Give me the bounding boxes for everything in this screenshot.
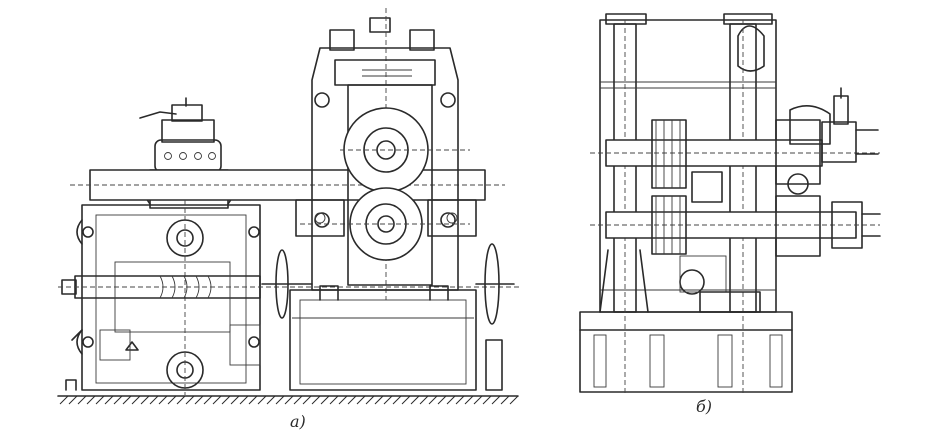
ground-hatch-line (185, 395, 195, 405)
ground-hatch-line (149, 395, 159, 405)
ground-hatch-line (311, 395, 321, 405)
ground-hatch-line (338, 395, 348, 405)
shafts-b (590, 87, 880, 239)
bottom-left-details (65, 324, 261, 391)
ground-hatch-line (464, 395, 474, 405)
ground-hatch-line (356, 395, 366, 405)
ground-hatch-line (293, 395, 303, 405)
stand-flanges (295, 199, 477, 237)
ground-hatch-line (86, 395, 96, 405)
ground-hatch-line (455, 395, 465, 405)
ground-hatch-line (302, 395, 312, 405)
ground-hatch-line (329, 395, 339, 405)
ground-hatch-line (230, 395, 240, 405)
ground-hatch-line (500, 395, 510, 405)
caption-view-a: a) (290, 412, 306, 431)
ground-hatch-line (266, 395, 276, 405)
ground-hatching-a (57, 395, 519, 405)
ground-hatch-line (158, 395, 168, 405)
ground-hatch-line (77, 395, 87, 405)
ground-hatch-line (437, 395, 447, 405)
ground-hatch-line (473, 395, 483, 405)
ground-hatch-line (194, 395, 204, 405)
ground-hatch-line (320, 395, 330, 405)
ground-hatch-line (221, 395, 231, 405)
ground-hatch-line (176, 395, 186, 405)
ground-hatch-line (212, 395, 222, 405)
horizontal-beam (70, 169, 505, 201)
caption-view-b: б) (696, 397, 713, 416)
view-b-side-elevation (579, 13, 881, 395)
ground-hatch-line (203, 395, 213, 405)
worm-shaft (58, 261, 520, 333)
ground-hatch-line (131, 395, 141, 405)
coupling-b (789, 87, 881, 249)
ground-hatch-line (428, 395, 438, 405)
handwheels (261, 243, 515, 325)
ground-hatch-line (275, 395, 285, 405)
base-frame-b (579, 311, 793, 393)
ground-hatch-line (257, 395, 267, 405)
ground-hatch-line (104, 395, 114, 405)
ground-hatch-line (284, 395, 294, 405)
columns-b (599, 20, 765, 395)
stand-base (289, 285, 503, 391)
ground-hatch-line (383, 395, 393, 405)
view-a-front-elevation (57, 8, 520, 405)
ground-hatch-line (419, 395, 429, 405)
gear-rolls-b (651, 119, 821, 257)
ground-hatch-line (491, 395, 501, 405)
ground-hatch-line (446, 395, 456, 405)
ground-hatch-line (392, 395, 402, 405)
ground-hatch-line (410, 395, 420, 405)
ground-hatch-line (482, 395, 492, 405)
ground-hatch-line (68, 395, 78, 405)
ground-hatch-line (347, 395, 357, 405)
ground-hatch-line (401, 395, 411, 405)
ground-hatch-line (365, 395, 375, 405)
ground-hatch-line (59, 395, 69, 405)
rolls (300, 107, 470, 261)
ground-hatch-line (248, 395, 258, 405)
ground-hatch-line (95, 395, 105, 405)
ground-hatch-line (374, 395, 384, 405)
ground-hatch-line (122, 395, 132, 405)
ground-hatch-line (509, 395, 519, 405)
ground-hatch-line (140, 395, 150, 405)
ground-hatch-line (239, 395, 249, 405)
lower-parts-b (679, 255, 761, 313)
ground-hatch-line (167, 395, 177, 405)
ground-hatch-line (113, 395, 123, 405)
